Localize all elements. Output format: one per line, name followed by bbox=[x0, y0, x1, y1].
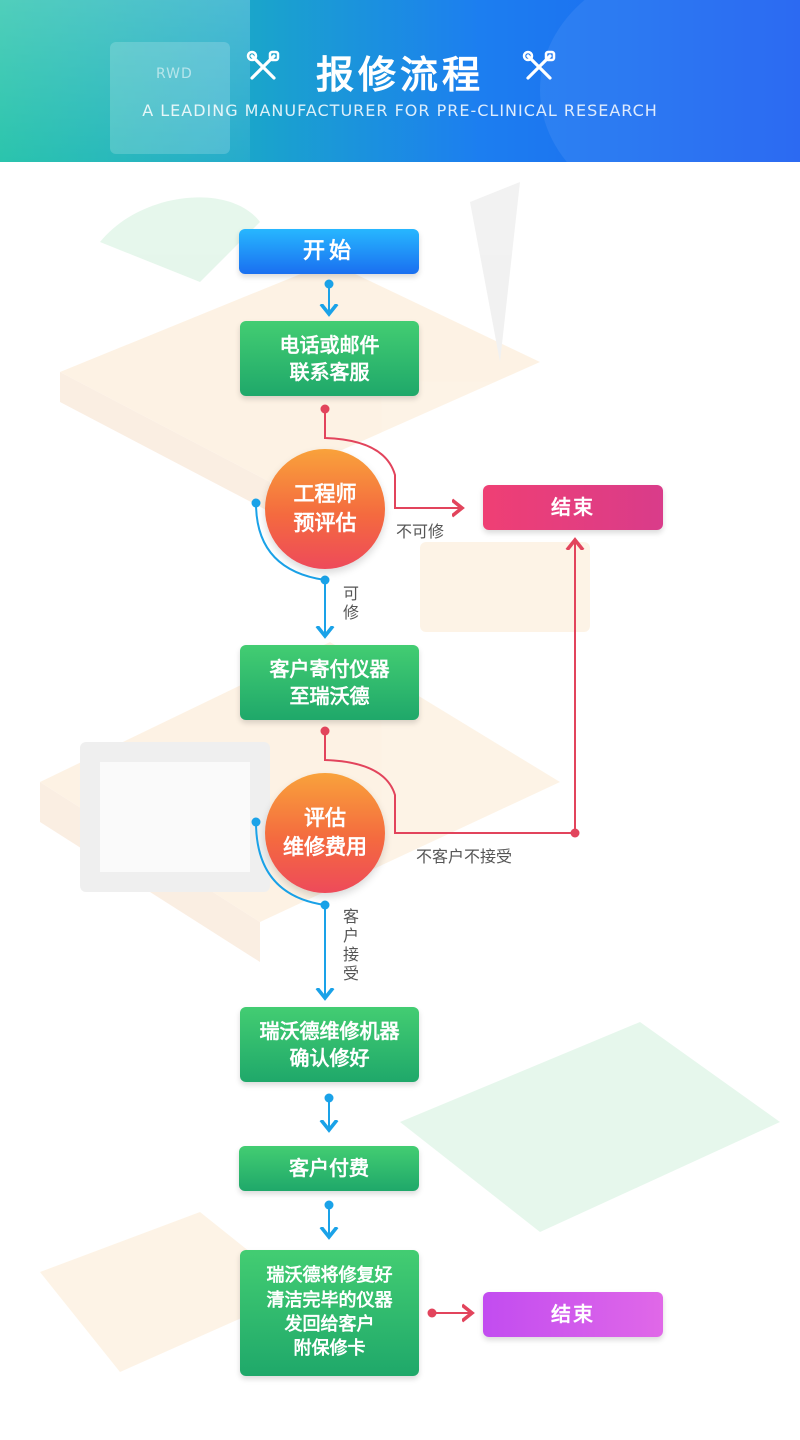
return-label: 瑞沃德将修复好 清洁完毕的仪器 发回给客户 附保修卡 bbox=[266, 1265, 393, 1360]
customer-accept-label: 客户接受 bbox=[342, 907, 359, 983]
end-top-label: 结束 bbox=[551, 495, 595, 519]
return-node: 瑞沃德将修复好 清洁完毕的仪器 发回给客户 附保修卡 bbox=[240, 1250, 419, 1376]
repair-label: 瑞沃德维修机器 确认修好 bbox=[259, 1018, 400, 1070]
page-subtitle: A LEADING MANUFACTURER FOR PRE-CLINICAL … bbox=[142, 101, 658, 120]
not-repairable-label: 不可修 bbox=[396, 522, 445, 541]
header-banner: RWD 报修流程 A LEADING MANUFACTURER FOR PRE-… bbox=[0, 0, 800, 162]
estimate-cost-label: 评估 维修费用 bbox=[283, 805, 367, 859]
tools-icon-left bbox=[246, 50, 280, 80]
start-label: 开始 bbox=[302, 238, 355, 264]
contact-node: 电话或邮件 联系客服 bbox=[240, 321, 419, 396]
page-title: 报修流程 bbox=[315, 53, 484, 97]
repair-node: 瑞沃德维修机器 确认修好 bbox=[240, 1007, 419, 1082]
ship-label: 客户寄付仪器 至瑞沃德 bbox=[269, 656, 390, 708]
machine-panel bbox=[110, 42, 230, 154]
ship-node: 客户寄付仪器 至瑞沃德 bbox=[240, 645, 419, 720]
end-node-bottom: 结束 bbox=[483, 1292, 663, 1337]
banner-machine-image: RWD bbox=[0, 0, 250, 162]
engineer-assess-label: 工程师 预评估 bbox=[293, 481, 357, 535]
engineer-assess-node: 工程师 预评估 bbox=[265, 449, 385, 569]
banner-decoration bbox=[540, 0, 800, 162]
pay-label: 客户付费 bbox=[289, 1156, 369, 1180]
tools-icon-right bbox=[522, 50, 556, 80]
end-node-top: 结束 bbox=[483, 485, 663, 530]
pay-node: 客户付费 bbox=[239, 1146, 419, 1191]
end-bottom-label: 结束 bbox=[551, 1302, 595, 1326]
contact-label: 电话或邮件 联系客服 bbox=[279, 332, 380, 384]
start-node: 开始 bbox=[239, 229, 419, 274]
machine-brand-mark: RWD bbox=[156, 66, 193, 82]
customer-decline-label: 不客户不接受 bbox=[416, 847, 513, 866]
repairable-label: 可修 bbox=[342, 584, 359, 622]
estimate-cost-node: 评估 维修费用 bbox=[265, 773, 385, 893]
